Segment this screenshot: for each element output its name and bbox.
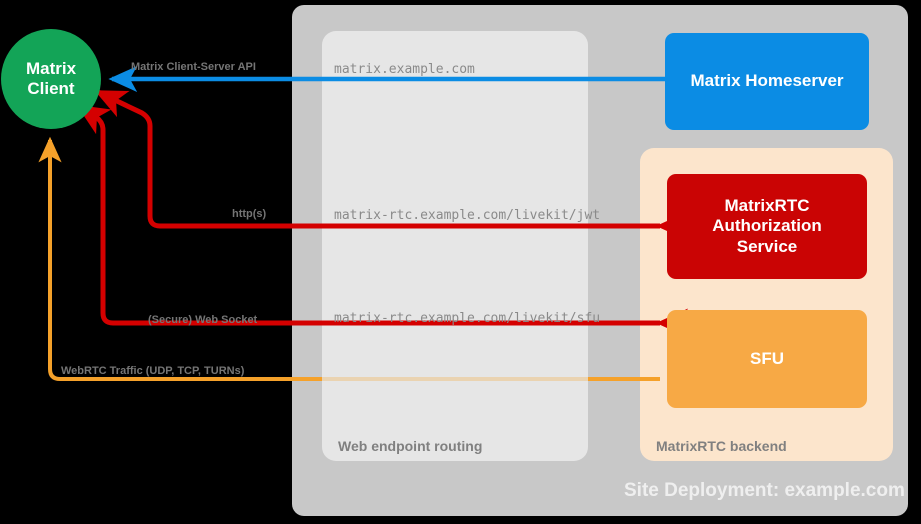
node-sfu-label: SFU xyxy=(750,348,784,368)
edge-https xyxy=(94,89,688,241)
edge-websocket xyxy=(76,104,688,338)
client-label-line2: Client xyxy=(27,79,75,98)
node-matrix-client-label: Matrix Client xyxy=(26,59,76,99)
auth-label-line3: Service xyxy=(736,236,798,256)
node-matrixrtc-authorization-service[interactable]: MatrixRTC Authorization Service xyxy=(667,174,867,279)
node-sfu[interactable]: SFU xyxy=(667,310,867,408)
auth-label-line2: Authorization xyxy=(712,216,822,236)
edge-webrtc-traffic xyxy=(38,136,660,385)
auth-label-line1: MatrixRTC xyxy=(724,196,810,216)
client-label-line1: Matrix xyxy=(25,58,77,78)
node-matrix-client[interactable]: Matrix Client xyxy=(1,29,101,129)
node-homeserver-label: Matrix Homeserver xyxy=(690,71,844,91)
node-auth-label: MatrixRTC Authorization Service xyxy=(712,196,822,256)
node-matrix-homeserver[interactable]: Matrix Homeserver xyxy=(665,33,869,130)
